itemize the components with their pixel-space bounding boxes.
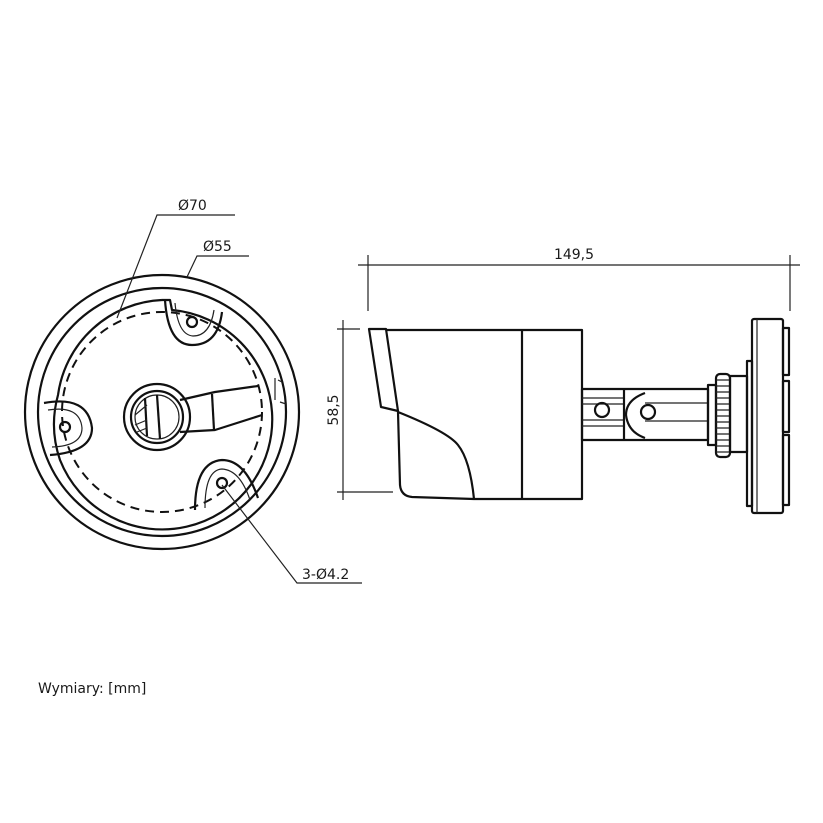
camera-body xyxy=(386,328,584,501)
label-holes: 3-Ø4.2 xyxy=(302,567,349,583)
outer-rim xyxy=(23,273,301,551)
wall-base-plate xyxy=(745,317,791,515)
label-diameter-70: Ø70 xyxy=(178,198,207,214)
center-hub xyxy=(122,382,192,452)
front-view: Ø70 Ø55 3-Ø4.2 xyxy=(23,198,362,584)
leader-o70 xyxy=(116,214,235,319)
channel-edge xyxy=(210,393,216,431)
units-note: Wymiary: [mm] xyxy=(38,681,147,697)
leader-holes xyxy=(221,484,362,584)
leader-o55 xyxy=(186,255,249,278)
side-view: 149,5 58,5 xyxy=(326,247,800,515)
mount-boss-top xyxy=(163,299,224,347)
label-length: 149,5 xyxy=(554,247,594,263)
inner-rim xyxy=(36,286,288,538)
mount-arm xyxy=(580,387,710,442)
dashed-circle-55 xyxy=(61,311,263,513)
lock-nut xyxy=(706,372,749,459)
mount-boss-bottom xyxy=(193,458,260,511)
rim-notch xyxy=(274,378,287,405)
sun-shield xyxy=(367,327,400,413)
label-height: 58,5 xyxy=(326,394,342,425)
mount-boss-left xyxy=(43,400,94,457)
label-diameter-55: Ø55 xyxy=(203,239,232,255)
base-inner-wall xyxy=(52,298,274,531)
cable-channel xyxy=(179,384,263,434)
